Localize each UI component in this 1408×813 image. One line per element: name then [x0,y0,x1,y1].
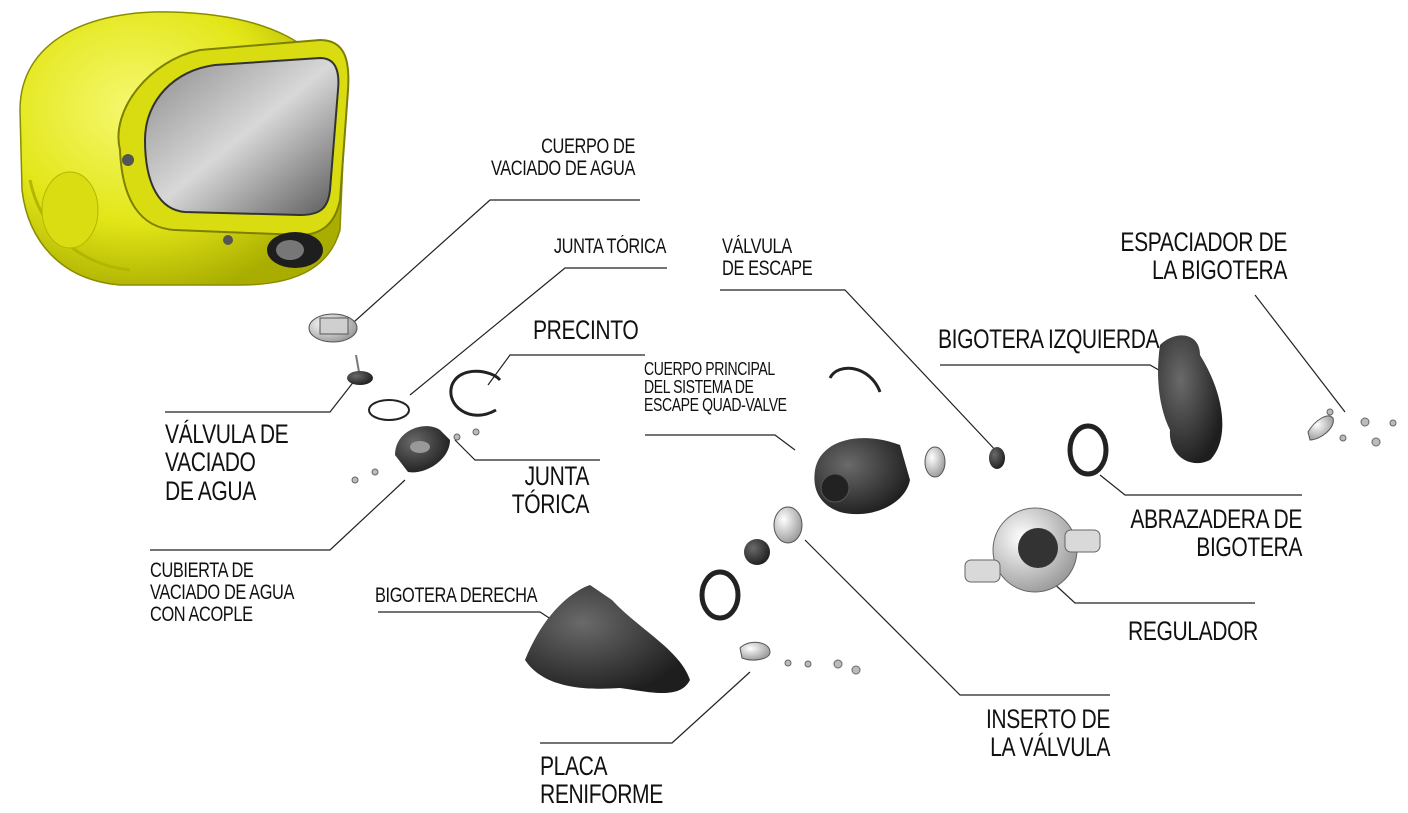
label-junta-torica-top: JUNTA TÓRICA [553,235,667,258]
regulator-icon [964,507,1101,593]
label-bigotera-derecha: BIGOTERA DERECHA [375,584,538,607]
label-cuerpo-vaciado: CUERPO DE VACIADO DE AGUA [490,135,635,181]
label-espaciador: ESPACIADOR DE LA BIGOTERA [1120,227,1287,286]
label-regulador: REGULADOR [1128,616,1258,646]
screws-icon [351,408,1397,675]
o-ring-icon [368,399,410,421]
drain-valve-icon [347,354,373,385]
valve-disc-icon [924,446,946,478]
label-junta-torica-mid: JUNTA TÓRICA [511,461,590,520]
helmet-icon [19,11,350,286]
kidney-plate-icon [739,641,771,661]
valve-insert-icon [773,506,803,544]
exhaust-valve-icon [989,447,1005,469]
label-precinto: PRECINTO [533,315,639,345]
label-valvula-escape: VÁLVULA DE ESCAPE [722,235,813,281]
label-inserto: INSERTO DE LA VÁLVULA [985,704,1110,763]
label-cubierta-vaciado: CUBIERTA DE VACIADO DE AGUA CON ACOPLE [150,559,295,627]
whisker-right-icon [525,585,690,693]
label-placa: PLACA RENIFORME [540,751,663,810]
whisker-clamp-icon [699,423,1109,621]
valve-seal-icon [744,539,770,565]
label-abrazadera: ABRAZADERA DE BIGOTERA [1130,504,1302,563]
exhaust-body-icon [814,366,910,515]
zip-tie-icon [449,369,502,417]
label-valvula-vaciado: VÁLVULA DE VACIADO DE AGUA [165,419,289,506]
spacer-icon [1307,415,1334,441]
whisker-left-icon [1158,335,1223,464]
drain-cover-icon [395,426,450,473]
label-bigotera-izquierda: BIGOTERA IZQUIERDA [938,324,1160,354]
label-cuerpo-principal: CUERPO PRINCIPAL DEL SISTEMA DE ESCAPE Q… [644,359,787,415]
drain-body-icon [308,313,358,343]
leader-lines [150,199,1346,744]
